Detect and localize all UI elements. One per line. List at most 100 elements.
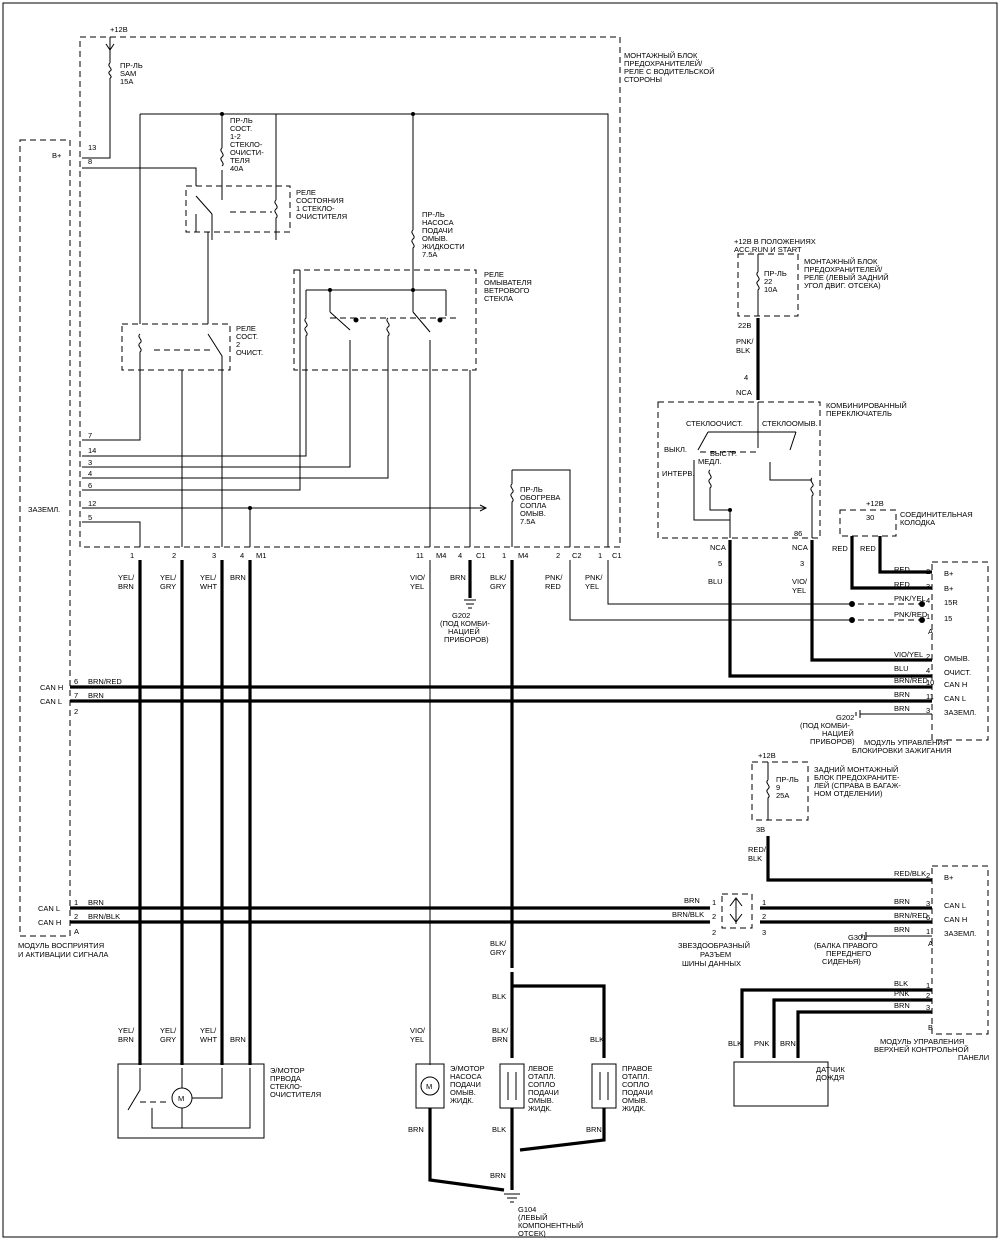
canl-label: CAN L — [40, 697, 62, 706]
fuse-heater-label: ОМЫВ. — [520, 509, 546, 518]
wire-color: BRN — [88, 691, 104, 700]
ign-power-label: ACC,RUN И START — [734, 245, 802, 254]
switch-interval: ИНТЕРВ. — [662, 469, 694, 478]
pin-number: 1 — [762, 898, 766, 907]
fuse-block-title: МОНТАЖНЫЙ БЛОК — [624, 51, 698, 60]
fuse-wiper-label: ОЧИСТИ- — [230, 148, 264, 157]
wiper-motor-title: ОЧИСТИТЕЛЯ — [270, 1090, 321, 1099]
wire-color: YEL/ — [118, 1026, 135, 1035]
wire-color: BRN — [894, 925, 910, 934]
wire-color: BRN — [408, 1125, 424, 1134]
pin-number: 2 — [926, 652, 930, 661]
relay-state1-label: ОЧИСТИТЕЛЯ — [296, 212, 347, 221]
switch-slow: МЕДЛ. — [698, 457, 721, 466]
pin-number: M4 — [436, 551, 446, 560]
wire-color: BLK — [590, 1035, 604, 1044]
pin-number: 11 — [926, 692, 934, 701]
wire-color: RED — [545, 582, 561, 591]
wire-color: BLK/ — [492, 1026, 509, 1035]
star-title: РАЗЪЕМ — [700, 950, 731, 959]
pin-number: 10 — [926, 678, 934, 687]
ign-fuse-title: УГОЛ ДВИГ. ОТСЕКА) — [804, 281, 881, 290]
pin-number: 1 — [926, 612, 930, 621]
g202-label: G202 — [452, 611, 470, 620]
left-nozzle-title: ОТАПЛ. — [528, 1072, 555, 1081]
wiper-motor-title: ПРВОДА — [270, 1074, 301, 1083]
fuse-pump-label: ЖИДКОСТИ — [422, 242, 465, 251]
pin-number: 3 — [800, 559, 804, 568]
combo-title: ПЕРЕКЛЮЧАТЕЛЬ — [826, 409, 892, 418]
relay-state2-label: 2 — [236, 340, 240, 349]
canh-label: CAN H — [38, 918, 61, 927]
wire-color: PNK/ — [545, 573, 563, 582]
g301-label: G301 — [848, 933, 866, 942]
wire-color: YEL — [585, 582, 599, 591]
pin-number: A — [928, 627, 933, 636]
pin-number: 6 — [74, 677, 78, 686]
wire-color: PNK/RED — [894, 610, 928, 619]
pin-number: M4 — [518, 551, 528, 560]
connector-label: NCA — [710, 543, 726, 552]
pin-number: 5 — [718, 559, 722, 568]
wire-color: PNK/ — [736, 337, 754, 346]
connector-label: NCA — [792, 543, 808, 552]
rear-fuse-block: +12В ПР-ЛЬ 9 25A ЗАДНИЙ МОНТАЖНЫЙ БЛОК П… — [748, 751, 932, 882]
right-nozzle-title: ПОДАЧИ — [622, 1088, 653, 1097]
pin-number: 2 — [712, 928, 716, 937]
washer-label: СТЕКЛООМЫВ. — [762, 419, 818, 428]
right-nozzle-title: ПРАВОЕ — [622, 1064, 652, 1073]
pin-number: 3 — [212, 551, 216, 560]
pin-number: 30 — [866, 513, 874, 522]
wire-color: BRN — [230, 573, 246, 582]
pin-number: M1 — [256, 551, 266, 560]
left-nozzle-title: СОПЛО — [528, 1080, 555, 1089]
power-label: +12В — [110, 25, 128, 34]
wire-color: PNK/ — [585, 573, 603, 582]
relay-state1-label: 1 СТЕКЛО- — [296, 204, 335, 213]
pin-number: 4 — [458, 551, 462, 560]
pin-number: 4 — [744, 373, 748, 382]
ign-module-title: МОДУЛЬ УПРАВЛЕНИЯ — [864, 738, 948, 747]
g202-label: ПРИБОРОВ) — [444, 635, 489, 644]
wire-color: BLK — [728, 1039, 742, 1048]
star-connector: BRN BRN/BLK 1 2 2 1 2 3 ЗВЕЗДООБРАЗНЫЙ Р… — [672, 893, 932, 968]
signal-module-title: И АКТИВАЦИИ СИГНАЛА — [18, 950, 108, 959]
relay-washer-label: ВЕТРОВОГО — [484, 286, 529, 295]
bplus-label: B+ — [52, 151, 62, 160]
pump-motor: M VIO/ YEL Э/МОТОР НАСОСА ПОДАЧИ ОМЫВ. Ж… — [408, 1026, 505, 1192]
fuse-sam-label: SAM — [120, 69, 136, 78]
g202-label: НАЦИЕЙ — [448, 627, 480, 636]
heated-nozzles: BLK/ GRY BLK BLK/ BRN BLK ЛЕВОЕ ОТАПЛ. С… — [490, 939, 653, 1190]
pin-number: A — [74, 927, 79, 936]
motor-symbol: M — [178, 1094, 184, 1103]
g202-label: (ПОД КОМБИ- — [800, 721, 850, 730]
pin-number: 1 — [130, 551, 134, 560]
pin-number: 14 — [88, 446, 96, 455]
relay-state2-label: РЕЛЕ — [236, 324, 256, 333]
right-nozzle-title: ОМЫВ. — [622, 1096, 648, 1105]
right-nozzle-title: СОПЛО — [622, 1080, 649, 1089]
wire-color: BLK/ — [490, 573, 507, 582]
fuse-sam-label: ПР-ЛЬ — [120, 61, 143, 70]
wire-color: BRN — [780, 1039, 796, 1048]
wiper-label: СТЕКЛООЧИСТ. — [686, 419, 743, 428]
pin-number: 2 — [556, 551, 560, 560]
rear-fuse-label: 9 — [776, 783, 780, 792]
rear-fuse-title: ЗАДНИЙ МОНТАЖНЫЙ — [814, 765, 898, 774]
junction-block: +12В 30 СОЕДИНИТЕЛЬНАЯ КОЛОДКА RED RED — [832, 499, 973, 590]
ignition-module: МОДУЛЬ УПРАВЛЕНИЯ БЛОКИРОВКИ ЗАЖИГАНИЯ R… — [800, 561, 989, 755]
pin-number: 12 — [88, 499, 96, 508]
pin-number: C1 — [612, 551, 622, 560]
pin-number: 7 — [74, 691, 78, 700]
ign-module-title: БЛОКИРОВКИ ЗАЖИГАНИЯ — [852, 746, 952, 755]
wire-color: RED — [860, 544, 876, 553]
wire-color: BRN — [894, 1001, 910, 1010]
wiper-motor: YEL/ BRN YEL/ GRY YEL/ WHT BRN M Э/МОТОР… — [117, 1026, 321, 1139]
wire-color: GRY — [160, 1035, 176, 1044]
pin-number: 22B — [738, 321, 751, 330]
pin-number: 4 — [240, 551, 244, 560]
left-nozzle-title: ЖИДК. — [528, 1104, 552, 1113]
g104-title: (ЛЕВЫЙ — [518, 1213, 547, 1222]
